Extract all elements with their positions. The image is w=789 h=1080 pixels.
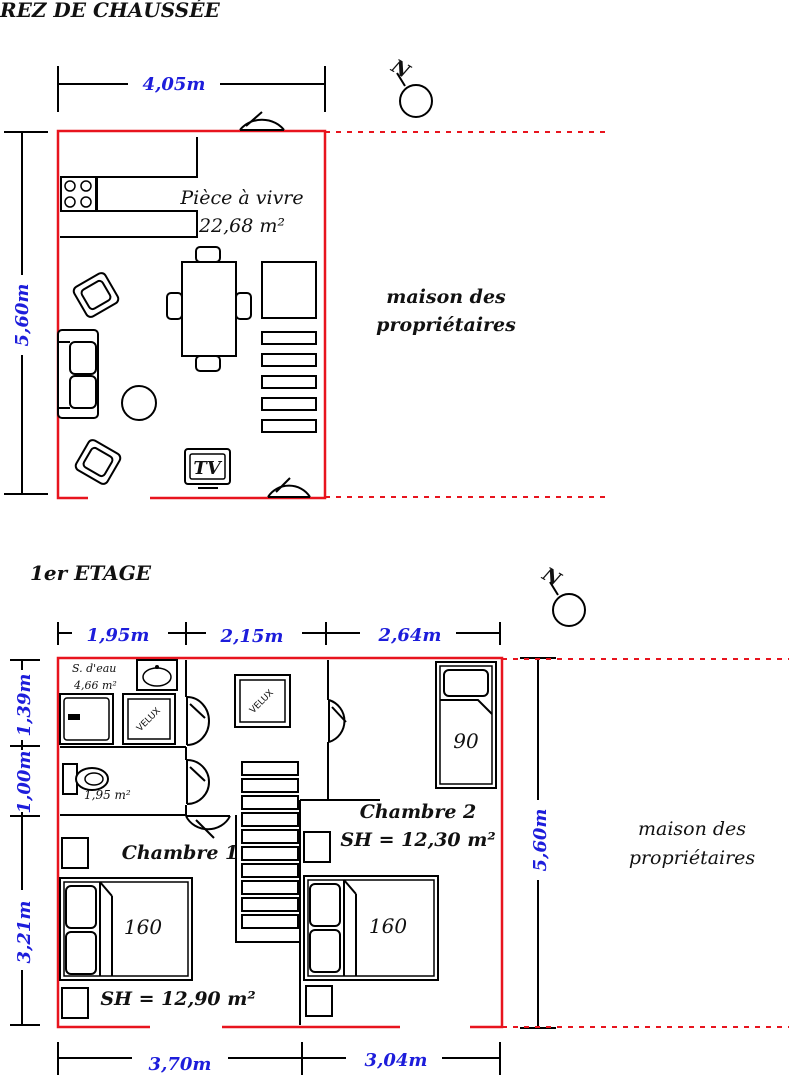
bed1-size: 160: [124, 915, 162, 939]
stove-icon: [60, 176, 97, 212]
bathroom-name: S. d'eau: [72, 662, 116, 675]
nightstand-icon: [303, 831, 331, 863]
dim-bottom-1: 3,70m: [149, 1054, 212, 1075]
bedroom1-area: SH = 12,90 m²: [100, 988, 255, 1010]
ground-compass-n: N: [387, 55, 414, 84]
living-room-name: Pièce à vivre: [179, 187, 303, 209]
double-bed-icon: 160: [59, 877, 193, 981]
sofa-icon: [57, 329, 99, 419]
bed3-size: 160: [369, 914, 407, 938]
first-neighbor-label-2: propriétaires: [629, 847, 756, 869]
bedroom2-area: SH = 12,30 m²: [340, 829, 495, 851]
ground-floor-title: REZ DE CHAUSSÉE: [0, 0, 220, 22]
nightstand-icon: [61, 837, 89, 869]
ground-neighbor-label-1: maison des: [386, 286, 506, 308]
nightstand-icon: [61, 987, 89, 1019]
ground-width-label: 4,05m: [143, 74, 206, 95]
armchair-icon: [74, 439, 122, 485]
bedroom2-door-icon: [328, 699, 347, 743]
dim-bottom-2: 3,04m: [365, 1050, 428, 1071]
ground-back-door-icon: [267, 477, 311, 498]
dim-top-1: 1,95m: [87, 625, 150, 646]
bathroom-area: 4,66 m²: [73, 679, 117, 692]
living-room-area: 22,68 m²: [198, 215, 285, 237]
armchair-icon: [72, 272, 120, 318]
first-compass-icon: N: [538, 563, 586, 627]
first-floor-title: 1er ETAGE: [30, 561, 152, 585]
first-top-dimensions: 1,95m 2,15m 2,64m: [57, 622, 501, 647]
dim-left-2: 1,00m: [14, 751, 35, 814]
double-bed-icon: 160: [303, 875, 439, 981]
coffee-table-icon: [121, 385, 157, 421]
tv-label: TV: [193, 458, 222, 479]
washbasin-icon: [136, 659, 178, 691]
toilet-icon: [62, 763, 109, 795]
nightstand-icon: [305, 985, 333, 1017]
dim-top-3: 2,64m: [378, 625, 442, 646]
velux-window-icon: VELUX: [122, 693, 176, 745]
bedroom2-name: Chambre 2: [360, 801, 477, 823]
first-neighbor-label-1: maison des: [638, 818, 746, 840]
bedroom1-door-icon: [185, 815, 231, 839]
ground-neighbor-label-2: propriétaires: [376, 314, 516, 336]
first-staircase-icon: [235, 761, 300, 943]
wc-door-icon: [186, 759, 210, 805]
dining-table-icon: [166, 246, 252, 372]
velux-window-icon: VELUX: [234, 674, 291, 728]
shower-icon: [59, 693, 114, 745]
first-left-dimensions: 1,39m 1,00m 3,21m: [10, 659, 40, 1026]
dim-left-1: 1,39m: [14, 674, 35, 737]
single-bed-icon: 90: [435, 661, 497, 789]
bedroom1-name: Chambre 1: [122, 842, 239, 864]
ground-compass-icon: N: [387, 55, 433, 118]
ground-height-dimension: 5,60m: [4, 131, 48, 495]
dim-top-2: 2,15m: [220, 626, 284, 647]
first-compass-n: N: [538, 563, 565, 592]
bed2-size: 90: [453, 729, 479, 753]
ground-entrance-door-icon: [239, 111, 285, 131]
wc-area: 1,95 m²: [84, 788, 131, 802]
ground-height-label: 5,60m: [12, 284, 33, 347]
first-bottom-dimensions: 3,70m 3,04m: [57, 1042, 501, 1075]
first-interior-walls: [60, 660, 380, 1025]
ground-width-dimension: 4,05m: [57, 66, 326, 112]
dim-left-3: 3,21m: [14, 901, 35, 964]
first-exterior-walls: [56, 656, 504, 1029]
first-right-dimension: 5,60m: [520, 657, 556, 1029]
bathroom-door-icon: [186, 696, 210, 746]
tv-icon: TV: [184, 448, 231, 489]
dim-right: 5,60m: [530, 809, 551, 872]
ground-staircase-icon: [261, 261, 317, 433]
